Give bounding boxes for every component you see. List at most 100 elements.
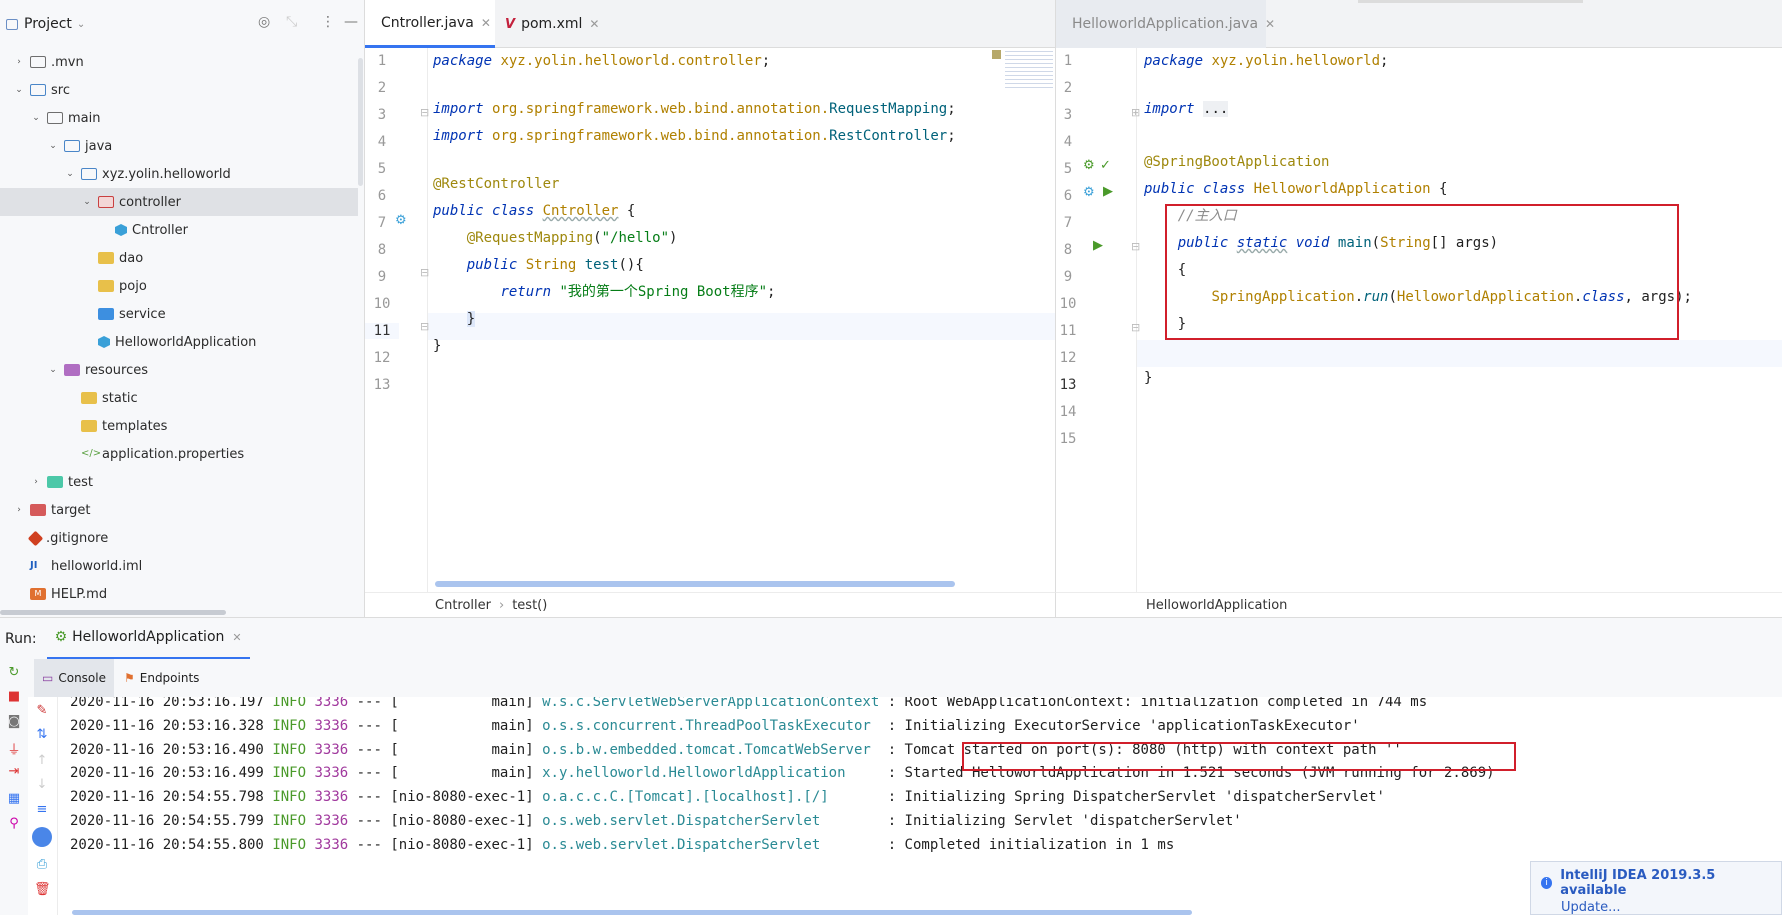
rerun-icon[interactable]: ↻ [8, 665, 20, 680]
tree-item-resources[interactable]: ⌄resources [0, 356, 358, 384]
up-icon[interactable]: ↑ [36, 753, 48, 768]
tree-item-pojo[interactable]: pojo [0, 272, 358, 300]
tab-helloworldapplication-java[interactable]: HelloworldApplication.java ✕ [1056, 0, 1275, 48]
close-icon[interactable]: ✕ [1265, 17, 1276, 31]
tree-item-java[interactable]: ⌄java [0, 132, 358, 160]
line-number: 6 [1063, 188, 1073, 204]
run-icon[interactable]: ▶ [1103, 184, 1113, 199]
log-logger: o.s.s.concurrent.ThreadPoolTaskExecutor [542, 717, 880, 734]
tab-pom-xml[interactable]: V pom.xml ✕ [495, 0, 600, 48]
search-everywhere-bar[interactable] [1358, 0, 1583, 3]
fold-icon[interactable]: ⊟ [1131, 240, 1141, 253]
tree-item-helloworldapplication[interactable]: HelloworldApplication [0, 328, 358, 356]
line-number: 12 [1059, 350, 1077, 366]
project-title[interactable]: Project [24, 16, 72, 32]
tree-item-cntroller[interactable]: Cntroller [0, 216, 358, 244]
tree-item-application-properties[interactable]: </>application.properties [0, 440, 358, 468]
line-number: 3 [1063, 107, 1073, 123]
spring-boot-icon[interactable]: ✓ [1100, 158, 1111, 173]
run-gutter-icon[interactable]: ⚙ [395, 213, 407, 228]
run-config-tab[interactable]: ⚙ HelloworldApplication ✕ [46, 618, 250, 660]
chevron-down-icon[interactable]: ⌄ [76, 18, 86, 30]
tree-item-dao[interactable]: dao [0, 244, 358, 272]
vertical-scrollbar[interactable] [358, 58, 363, 186]
down-icon[interactable]: ↓ [36, 777, 48, 792]
project-view-icon [6, 18, 18, 30]
highlight-box [1165, 204, 1679, 340]
tree-item-test[interactable]: ›test [0, 468, 358, 496]
tree-item-main[interactable]: ⌄main [0, 104, 358, 132]
tree-item-src[interactable]: ⌄src [0, 76, 358, 104]
locate-icon[interactable]: ◎ [258, 14, 271, 30]
code-line: @SpringBootApplication [1144, 154, 1330, 170]
folded-import[interactable]: ... [1203, 101, 1229, 117]
close-icon[interactable]: ✕ [480, 15, 491, 30]
chevron-icon[interactable]: › [17, 57, 21, 67]
options-icon[interactable]: ⋮ [321, 14, 335, 30]
tree-item-xyz-yolin-helloworld[interactable]: ⌄xyz.yolin.helloworld [0, 160, 358, 188]
soft-wrap-icon[interactable]: ≡ [36, 802, 48, 817]
clear-icon[interactable]: ✎ [36, 703, 48, 718]
right-editor-tabbar: HelloworldApplication.java ✕ [1055, 0, 1782, 48]
update-link[interactable]: Update... [1561, 900, 1621, 915]
stop-icon[interactable]: ■ [7, 689, 21, 704]
update-notification[interactable]: i IntelliJ IDEA 2019.3.5 available Updat… [1530, 861, 1782, 915]
code-line: } [466, 311, 476, 327]
fold-icon[interactable]: ⊟ [1131, 321, 1141, 334]
tree-item-static[interactable]: static [0, 384, 358, 412]
horizontal-scrollbar[interactable] [435, 581, 955, 587]
plug-icon[interactable]: ⏚ [7, 743, 21, 758]
chevron-icon[interactable]: ⌄ [66, 169, 74, 179]
spring-bean-icon[interactable]: ⚙ [1083, 158, 1095, 173]
tab-cntroller-java[interactable]: Cntroller.java ✕ [365, 0, 495, 48]
spring-class-gutter-icon[interactable]: ⚙ [1083, 185, 1095, 200]
chevron-icon[interactable]: ⌄ [83, 197, 91, 207]
tab-endpoints[interactable]: ⚑ Endpoints [114, 671, 209, 685]
tree-item-templates[interactable]: templates [0, 412, 358, 440]
tree-item-gitignore[interactable]: .gitignore [0, 524, 358, 552]
run-icon[interactable]: ▶ [1093, 238, 1103, 253]
chevron-icon[interactable]: ⌄ [49, 365, 57, 375]
scroll-to-end-icon[interactable] [32, 827, 52, 847]
line-number: 4 [1063, 134, 1073, 150]
delete-icon[interactable]: 🗑 [34, 882, 51, 897]
tree-item-service[interactable]: service [0, 300, 358, 328]
hide-icon[interactable]: — [344, 14, 358, 30]
breadcrumb-class[interactable]: HelloworldApplication [1146, 597, 1288, 613]
tree-item-mvn[interactable]: ›.mvn [0, 48, 358, 76]
code-line: package xyz.yolin.helloworld; [1144, 53, 1389, 69]
fold-icon[interactable]: ⊟ [420, 266, 430, 279]
camera-icon[interactable]: ◙ [7, 714, 21, 729]
chevron-icon[interactable]: ⌄ [32, 113, 40, 123]
layout-icon[interactable]: ▦ [7, 791, 21, 806]
breadcrumb-class[interactable]: Cntroller [435, 597, 491, 613]
inspection-status-icon[interactable] [992, 50, 1001, 59]
print-icon[interactable]: ⎙ [36, 857, 48, 872]
chevron-icon[interactable]: › [34, 477, 38, 487]
fold-icon[interactable]: ⊟ [420, 106, 430, 119]
breadcrumb-method[interactable]: test() [512, 597, 548, 613]
close-icon[interactable]: ✕ [589, 17, 600, 31]
collapse-all-icon[interactable]: ⤡ [286, 14, 298, 30]
code-line: import ... [1144, 101, 1229, 117]
chevron-icon[interactable]: ⌄ [49, 141, 57, 151]
sort-icon[interactable]: ⇅ [36, 727, 48, 742]
exit-icon[interactable]: ⇥ [8, 764, 20, 779]
horizontal-scrollbar[interactable] [72, 910, 1192, 915]
tree-item-controller[interactable]: ⌄controller [0, 188, 358, 216]
fold-icon[interactable]: ⊞ [1131, 106, 1141, 119]
chevron-icon[interactable]: ⌄ [15, 85, 23, 95]
log-pid: 3336 [314, 836, 349, 853]
chevron-icon[interactable]: › [17, 505, 21, 515]
close-icon[interactable]: ✕ [232, 630, 242, 644]
pin-icon[interactable]: ⚲ [9, 816, 19, 831]
fold-icon[interactable]: ⊟ [420, 320, 430, 333]
horizontal-scrollbar[interactable] [0, 610, 226, 615]
tab-console[interactable]: ▭ Console [34, 659, 114, 697]
console-output[interactable]: 2020-11-16 20:53:16.197 INFO 3336 --- [ … [58, 697, 1782, 915]
tree-item-target[interactable]: ›target [0, 496, 358, 524]
